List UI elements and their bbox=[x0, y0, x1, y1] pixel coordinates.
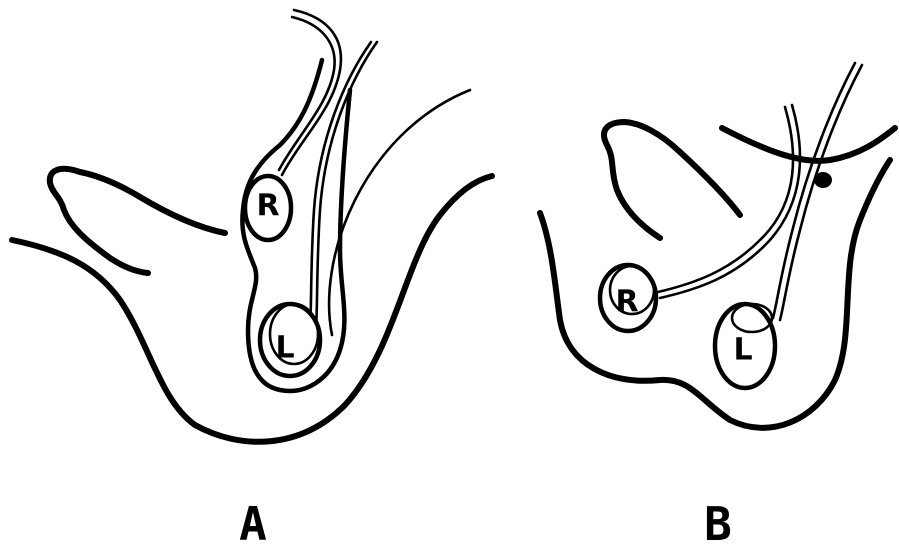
panel-a-organ-r-label: R bbox=[256, 189, 279, 224]
panel-b-tube-4 bbox=[773, 63, 855, 318]
panel-b-upper-curve bbox=[722, 128, 895, 161]
panel-a-tube-2 bbox=[279, 17, 335, 170]
panel-b-label: B bbox=[704, 497, 732, 547]
panel-b-organ-l-label: L bbox=[733, 333, 752, 368]
panel-b: R L B bbox=[540, 63, 895, 547]
panel-a: R L A bbox=[12, 10, 492, 547]
panel-b-outer-contour bbox=[540, 160, 890, 428]
panel-b-projection bbox=[604, 122, 740, 238]
panel-b-node bbox=[814, 172, 832, 188]
panel-b-organ-r-label: R bbox=[615, 285, 638, 320]
panel-a-organ-l-label: L bbox=[275, 331, 294, 366]
panel-a-projection bbox=[50, 169, 225, 273]
panel-a-label: A bbox=[239, 497, 267, 547]
